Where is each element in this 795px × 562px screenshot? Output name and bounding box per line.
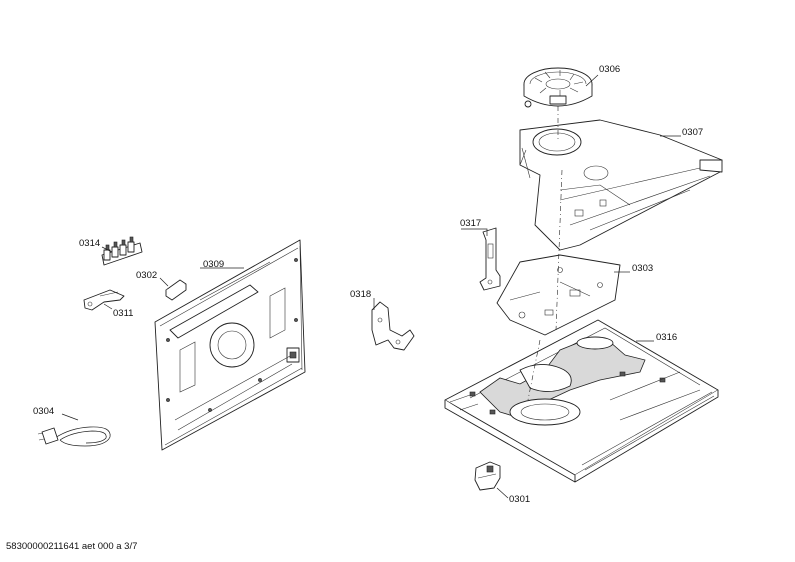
callout-label-0307: 0307 xyxy=(682,127,704,138)
callout-label-0309: 0309 xyxy=(203,259,225,270)
part-0317-bracket xyxy=(479,227,501,291)
callout-label-0311: 0311 xyxy=(113,308,134,319)
part-0303-plate xyxy=(496,254,621,336)
part-0318-bracket xyxy=(371,301,415,351)
part-0309-side-panel xyxy=(154,239,306,451)
document-footer: 58300000211641 aet 000 a 3/7 xyxy=(6,541,138,552)
part-0316-base-tray xyxy=(444,319,719,483)
callout-label-0303: 0303 xyxy=(632,263,654,274)
part-0314-terminal-block xyxy=(101,236,143,266)
callout-label-0302: 0302 xyxy=(136,270,158,281)
part-0306-fan-wheel xyxy=(523,67,593,108)
part-0307-rear-cover xyxy=(519,119,723,251)
callout-label-0301: 0301 xyxy=(509,494,531,505)
part-0301-clip xyxy=(474,461,501,491)
callout-label-0317: 0317 xyxy=(460,218,482,229)
callout-label-0314: 0314 xyxy=(79,238,101,249)
part-0302-switch xyxy=(165,279,187,301)
assembly-axis xyxy=(527,106,563,401)
callout-label-0304: 0304 xyxy=(33,406,55,417)
callout-label-0306: 0306 xyxy=(599,64,621,75)
part-0311-bracket xyxy=(83,289,125,311)
leader-lines xyxy=(61,74,681,499)
callout-label-0316: 0316 xyxy=(656,332,678,343)
part-0304-power-cord xyxy=(37,426,111,447)
callout-label-0318: 0318 xyxy=(350,289,372,300)
